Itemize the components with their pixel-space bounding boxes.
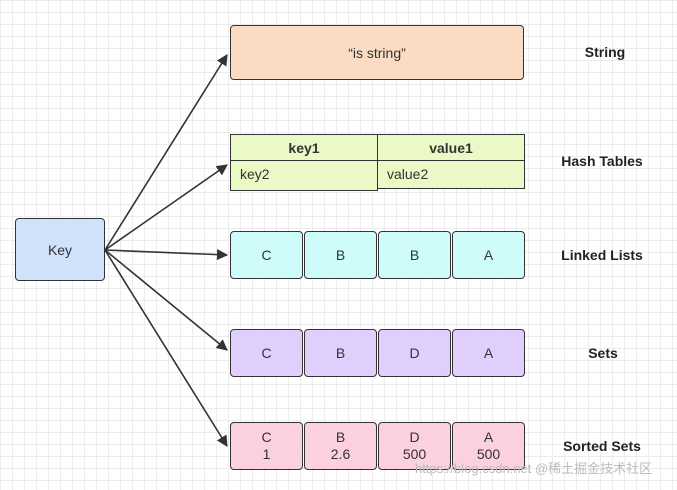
sorted-set-score: 500 [402,446,427,462]
linked-list-item-text: C [261,247,272,263]
watermark: https://blog.csdn.net @稀土掘金技术社区 [415,461,653,476]
set-item: C [230,329,303,377]
sorted-sets-type-label: Sorted Sets [563,438,641,454]
linked-list-item-text: B [409,247,420,263]
hash-key-header: key1 [231,135,377,161]
set-item-text: A [483,345,494,361]
set-item: D [378,329,451,377]
sorted-set-member: D [409,429,420,445]
key-node: Key [15,218,105,281]
sorted-set-member: A [483,429,494,445]
string-node: “is string” [230,25,524,80]
hash-key-cell: key1 key2 [230,134,378,191]
hash-value-value: value2 [387,166,429,182]
string-value: “is string” [348,44,406,61]
sorted-set-item: D 500 [378,422,451,470]
hash-type-label: Hash Tables [561,153,643,169]
set-item: A [452,329,525,377]
linked-list-item-text: A [483,247,494,263]
arrow-to-string [104,54,228,251]
linked-list-item-text: B [335,247,346,263]
set-item-text: D [409,345,420,361]
linked-list-item: A [452,231,525,279]
sorted-set-item: A 500 [452,422,525,470]
sorted-set-member: C [261,429,272,445]
hash-value-cell: value1 value2 [377,134,525,189]
arrow-to-hash [104,164,228,251]
set-item-text: B [335,345,346,361]
sorted-set-item: C 1 [230,422,303,470]
sorted-set-score: 2.6 [330,446,351,462]
set-item-text: C [261,345,272,361]
linked-list-item: B [378,231,451,279]
arrow-to-sets [104,249,228,351]
hash-value-header: value1 [378,135,524,161]
string-type-label: String [584,44,626,60]
hash-key-value: key2 [240,166,270,182]
sorted-set-score: 500 [476,446,501,462]
set-item: B [304,329,377,377]
linked-list-item: C [230,231,303,279]
sorted-set-score: 1 [262,446,271,462]
arrow-to-linked-list [104,248,229,261]
sorted-set-member: B [335,429,346,445]
linked-list-item: B [304,231,377,279]
sorted-set-item: B 2.6 [304,422,377,470]
linked-list-type-label: Linked Lists [561,247,643,263]
arrow-to-sorted-sets [104,249,228,447]
sets-type-label: Sets [588,345,618,361]
key-label: Key [47,241,73,258]
